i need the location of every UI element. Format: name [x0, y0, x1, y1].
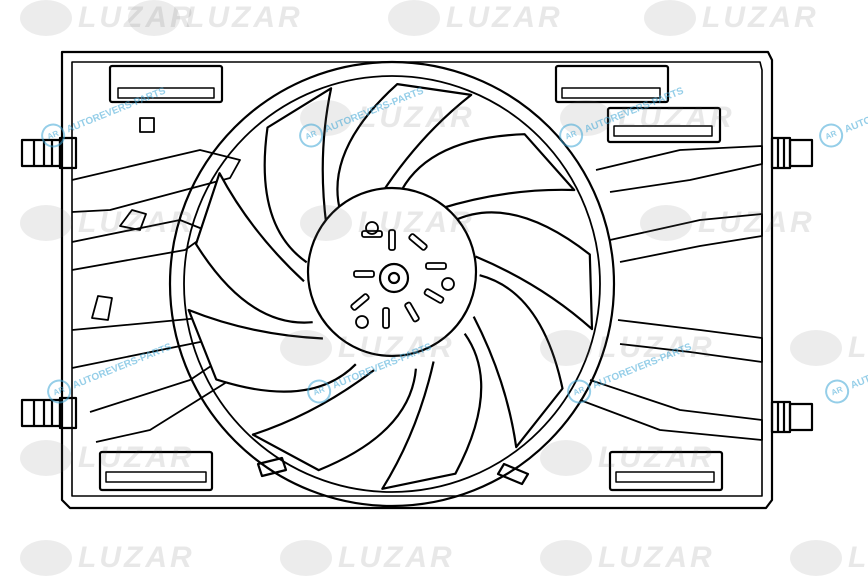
luzar-watermark: LUZAR — [280, 330, 455, 366]
fan-blade — [187, 308, 357, 393]
luzar-watermark: LUZAR — [644, 0, 819, 36]
brand-text: LUZAR — [78, 206, 195, 239]
lion-logo-icon — [20, 0, 72, 36]
hub-slot — [404, 301, 420, 323]
luzar-watermark: LUZAR — [388, 0, 563, 36]
slot-top-left — [108, 64, 224, 104]
lion-logo-icon — [128, 0, 180, 36]
slot-bottom-left — [98, 450, 214, 492]
lion-logo-icon — [280, 330, 332, 366]
brand-text: LUZAR — [618, 101, 735, 134]
hub-details — [350, 221, 455, 329]
brand-text: LUZAR — [848, 541, 868, 574]
fan-blade — [472, 274, 564, 449]
clip-right-top — [770, 136, 814, 170]
luzar-watermark: LUZAR — [300, 205, 475, 241]
lion-logo-icon — [540, 440, 592, 476]
fan-blade — [194, 172, 313, 324]
brand-text: LUZAR — [78, 1, 195, 35]
slot-top-right — [554, 64, 670, 104]
brand-text: LUZAR — [186, 1, 303, 34]
shroud-inner-frame — [71, 61, 763, 497]
hub-slot — [408, 233, 428, 251]
hub-slot — [382, 307, 390, 329]
luzar-watermark: LUZAR — [300, 100, 475, 136]
hub-bolt — [441, 277, 455, 291]
luzar-watermark: LUZAR — [20, 440, 195, 476]
lion-logo-icon — [20, 540, 72, 576]
hub-slot — [353, 270, 375, 278]
ring-tab-bottom-right — [496, 462, 530, 486]
luzar-watermark: LUZAR — [640, 205, 815, 241]
luzar-watermark: LUZAR — [560, 100, 735, 136]
ring-tab-bottom-left — [256, 456, 288, 478]
lion-logo-icon — [540, 330, 592, 366]
brand-text: LUZAR — [78, 441, 195, 474]
hub-slot — [388, 229, 396, 251]
fan-blade — [381, 332, 483, 490]
hub-slot — [423, 288, 445, 304]
slot-bottom-right — [608, 450, 724, 492]
fan-outer-ring — [168, 60, 616, 508]
fan-inner-ring — [183, 75, 601, 493]
lion-logo-icon — [300, 100, 352, 136]
lion-logo-icon — [640, 205, 692, 241]
lion-logo-icon — [560, 100, 612, 136]
brand-text: LUZAR — [698, 206, 815, 239]
brand-text: LUZAR — [358, 101, 475, 134]
slot-right-upper — [606, 106, 722, 144]
lion-logo-icon — [790, 540, 842, 576]
clip-left-top — [20, 136, 78, 170]
brand-text: LUZAR — [598, 441, 715, 474]
fan-blade — [452, 211, 594, 331]
lion-logo-icon — [20, 440, 72, 476]
luzar-watermark: LUZAR — [128, 0, 303, 36]
lion-logo-icon — [540, 540, 592, 576]
luzar-watermark: LUZAR — [540, 330, 715, 366]
luzar-watermark: LUZAR — [280, 540, 455, 576]
clip-right-bottom — [770, 400, 814, 434]
fan-blades — [187, 83, 594, 490]
fan-blade — [336, 83, 473, 213]
clip-left-bottom — [20, 396, 78, 430]
fan-blade — [263, 87, 333, 264]
hub-bolt — [355, 315, 369, 329]
fan-blade — [251, 368, 417, 472]
fan-blade — [397, 133, 576, 211]
lion-logo-icon — [388, 0, 440, 36]
lion-logo-icon — [20, 205, 72, 241]
brand-text: LUZAR — [598, 541, 715, 574]
luzar-watermark: LUZAR — [20, 205, 195, 241]
luzar-watermark: LUZAR — [540, 440, 715, 476]
luzar-watermark: LUZAR — [790, 330, 868, 366]
luzar-watermark: LUZAR — [20, 540, 195, 576]
brand-text: LUZAR — [338, 541, 455, 574]
brand-text: LUZAR — [446, 1, 563, 34]
brand-text: LUZAR — [702, 1, 819, 34]
hub-slot — [361, 230, 383, 238]
lion-logo-icon — [280, 540, 332, 576]
lion-logo-icon — [644, 0, 696, 36]
brand-text: LUZAR — [338, 331, 455, 364]
hub-bolt — [365, 221, 379, 235]
lion-logo-icon — [790, 330, 842, 366]
brand-text: LUZAR — [358, 206, 475, 239]
luzar-watermark: LUZAR — [790, 540, 868, 576]
hub-slot — [350, 293, 370, 311]
luzar-watermark: LUZAR — [540, 540, 715, 576]
hub-slot — [425, 262, 447, 270]
brand-text: LUZAR — [78, 541, 195, 574]
lion-logo-icon — [300, 205, 352, 241]
brand-text: LUZAR — [848, 331, 868, 364]
luzar-watermark: LUZAR — [20, 0, 195, 36]
brand-text: LUZAR — [598, 331, 715, 364]
shroud-outer-frame — [60, 50, 774, 510]
